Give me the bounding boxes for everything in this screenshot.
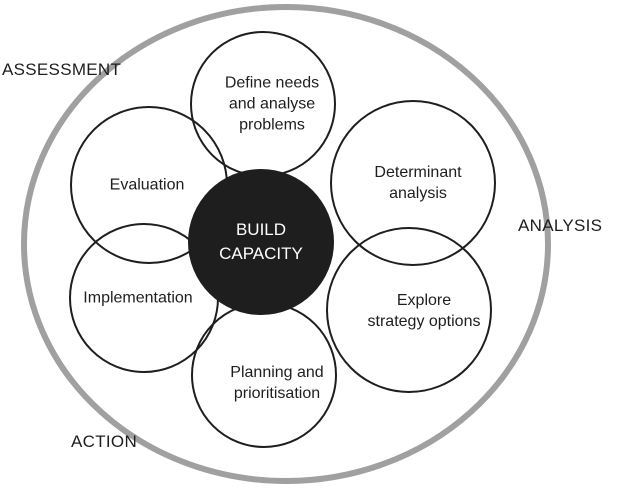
- petal-label-line: problems: [239, 116, 305, 134]
- center-label-line-2: CAPACITY: [219, 244, 303, 263]
- petal-label-line: prioritisation: [233, 385, 321, 402]
- outer-ring: [21, 4, 551, 484]
- petal-label-explore-strategy: Explore strategy options: [368, 290, 481, 332]
- petal-label-determinant-analysis: Determinant analysis: [374, 162, 461, 204]
- petal-label-line: and analyse: [228, 95, 316, 113]
- petal-label-line: analysis: [389, 185, 447, 202]
- petal-label-planning: Planning and prioritisation: [230, 362, 323, 404]
- petal-label-evaluation: Evaluation: [110, 175, 185, 196]
- outer-label-assessment: ASSESSMENT: [2, 60, 122, 79]
- petal-circle-determinant-analysis: [330, 100, 496, 266]
- petal-label-define-needs: Define needs and analyse problems: [225, 73, 319, 136]
- petal-label-line: Planning and: [230, 364, 324, 381]
- center-circle: [188, 169, 334, 315]
- petal-circle-explore-strategy: [326, 227, 492, 393]
- petal-label-line: Define needs: [224, 74, 320, 92]
- petal-label-line: Evaluation: [109, 176, 185, 194]
- petal-label-line: strategy options: [367, 313, 481, 330]
- outer-label-analysis: ANALYSIS: [518, 216, 603, 235]
- petal-label-line: Explore: [396, 292, 452, 309]
- petal-label-line: Determinant: [374, 164, 462, 181]
- petal-label-implementation: Implementation: [83, 288, 192, 309]
- center-label-line-1: BUILD: [235, 220, 287, 239]
- petal-label-line: Implementation: [83, 289, 193, 307]
- outer-label-action: ACTION: [71, 432, 138, 451]
- center-label: BUILD CAPACITY: [219, 218, 303, 266]
